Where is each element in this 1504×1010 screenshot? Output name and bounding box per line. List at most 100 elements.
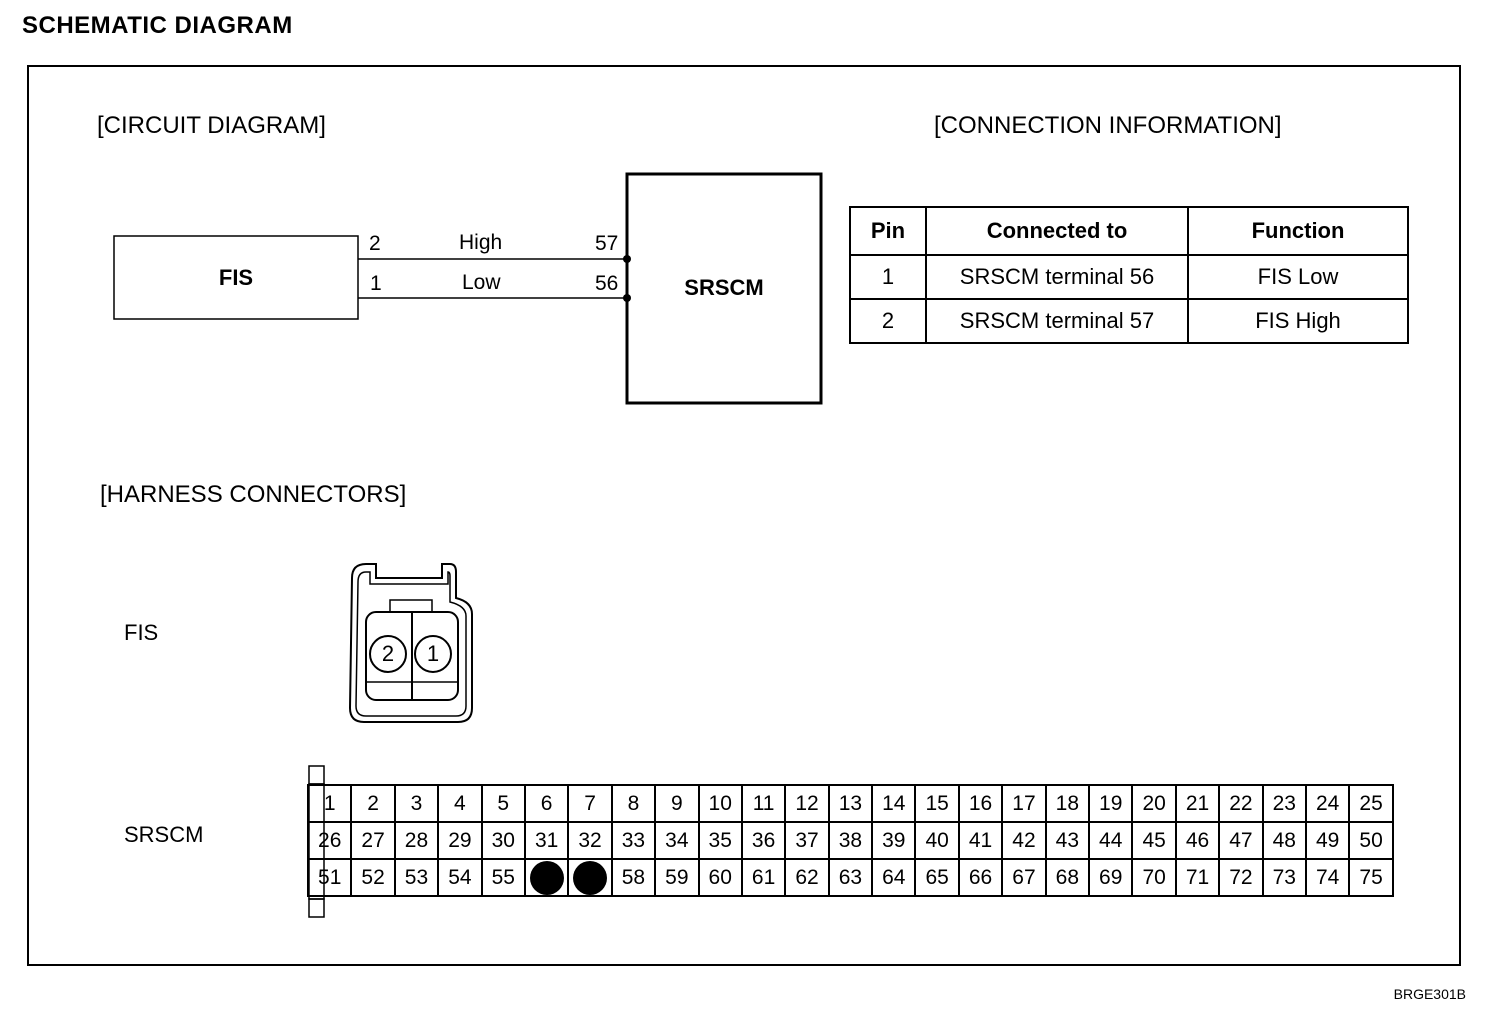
fis-connector-label: FIS: [124, 620, 159, 645]
pin-cell: 18: [1044, 784, 1091, 823]
pin-cell: 34: [654, 821, 700, 860]
connection-info-heading: [CONNECTION INFORMATION]: [934, 112, 1282, 139]
srscm-connector-tab-bottom: [308, 898, 325, 918]
pin-cell: 2: [350, 784, 396, 823]
pin-cell: 9: [654, 784, 700, 823]
header-connected-to: Connected to: [925, 206, 1189, 256]
srscm-terminal-57-label: 57: [595, 232, 619, 255]
table-cell: FIS High: [1187, 298, 1409, 344]
header-function: Function: [1187, 206, 1409, 256]
fis-pin-1-circle: [414, 635, 452, 673]
pin-cell: 33: [610, 821, 657, 860]
terminal-57-dot: [623, 255, 631, 263]
pin-cell: 50: [1348, 821, 1394, 860]
fis-pin-1-label: 1: [370, 272, 382, 295]
pin-cell: 68: [1044, 858, 1091, 897]
fis-pin-1-number: 1: [426, 641, 440, 666]
pin-cell: 11: [740, 784, 787, 823]
pin-cell: 43: [1044, 821, 1091, 860]
pin-cell: 16: [957, 784, 1004, 823]
pin-cell: 8: [610, 784, 657, 823]
pin-cell: 71: [1174, 858, 1221, 897]
pin-cell: 19: [1088, 784, 1134, 823]
table-cell: 1: [849, 254, 927, 300]
figure-code: BRGE301B: [1393, 986, 1466, 1002]
pin-cell: 15: [914, 784, 960, 823]
connection-table-header: Pin Connected to Function: [849, 206, 1409, 256]
circuit-diagram-heading: [CIRCUIT DIAGRAM]: [97, 112, 326, 139]
pin-cell: 73: [1261, 858, 1307, 897]
pin-cell: 26: [306, 821, 353, 860]
pin-cell: 64: [871, 858, 917, 897]
used-pin-dot: [529, 860, 564, 895]
pin-cell: 70: [1131, 858, 1177, 897]
pin-cell: 46: [1174, 821, 1221, 860]
srscm-block: [625, 172, 823, 405]
fis-pin-2-label: 2: [369, 232, 381, 255]
pin-cell: 61: [740, 858, 787, 897]
fis-connector: [348, 563, 473, 723]
pin-cell: 45: [1131, 821, 1177, 860]
pin-cell: 1: [306, 784, 353, 823]
pin-cell: 65: [914, 858, 960, 897]
fis-pin-2-circle: [369, 635, 407, 673]
pin-cell: 42: [1001, 821, 1047, 860]
pin-cell: 23: [1261, 784, 1307, 823]
pin-cell: 28: [393, 821, 440, 860]
diagram-frame: [27, 65, 1461, 966]
pin-cell: 40: [914, 821, 960, 860]
pin-cell: 55: [480, 858, 526, 897]
pin-cell: 4: [437, 784, 483, 823]
pin-cell: 69: [1088, 858, 1134, 897]
harness-connectors-heading: [HARNESS CONNECTORS]: [100, 481, 407, 508]
pin-cell: 35: [697, 821, 743, 860]
pin-cell: 12: [784, 784, 830, 823]
pin-cell: 54: [437, 858, 483, 897]
table-row: 1 SRSCM terminal 56 FIS Low: [849, 254, 1409, 300]
pin-cell: 51: [306, 858, 353, 897]
pin-cell: 67: [1001, 858, 1047, 897]
pin-cell: 74: [1304, 858, 1351, 897]
pin-cell: 24: [1304, 784, 1351, 823]
fis-block-label: FIS: [218, 265, 254, 290]
pin-cell: 37: [784, 821, 830, 860]
pin-cell: 60: [697, 858, 743, 897]
pin-cell: 5: [480, 784, 526, 823]
pin-cell: 66: [957, 858, 1004, 897]
pin-cell: 7: [567, 784, 613, 823]
table-cell: SRSCM terminal 56: [925, 254, 1189, 300]
table-cell: 2: [849, 298, 927, 344]
pin-cell: 63: [827, 858, 874, 897]
pin-cell: 30: [480, 821, 526, 860]
connection-table: Pin Connected to Function 1 SRSCM termin…: [849, 206, 1409, 344]
pin-cell: 17: [1001, 784, 1047, 823]
wire-low-label: Low: [462, 271, 501, 294]
pin-cell: 59: [654, 858, 700, 897]
used-pin-dot: [573, 860, 608, 895]
pin-cell: 29: [437, 821, 483, 860]
pin-cell: 39: [871, 821, 917, 860]
pin-cell: 25: [1348, 784, 1394, 823]
pin-cell: 21: [1174, 784, 1221, 823]
fis-pin-2-number: 2: [381, 641, 395, 666]
pin-cell: 13: [827, 784, 874, 823]
pin-cell: 48: [1261, 821, 1307, 860]
srscm-connector-tab-top: [308, 765, 325, 785]
table-cell: SRSCM terminal 57: [925, 298, 1189, 344]
pin-cell: 10: [697, 784, 743, 823]
pin-cell: 3: [393, 784, 440, 823]
pin-cell: 38: [827, 821, 874, 860]
table-cell: FIS Low: [1187, 254, 1409, 300]
fis-block: [113, 235, 359, 320]
header-pin: Pin: [849, 206, 927, 256]
srscm-block-label: SRSCM: [684, 275, 764, 300]
srscm-terminal-56-label: 56: [595, 272, 619, 295]
pin-cell: 41: [957, 821, 1004, 860]
pin-cell: 62: [784, 858, 830, 897]
pin-cell-used: [567, 858, 613, 897]
